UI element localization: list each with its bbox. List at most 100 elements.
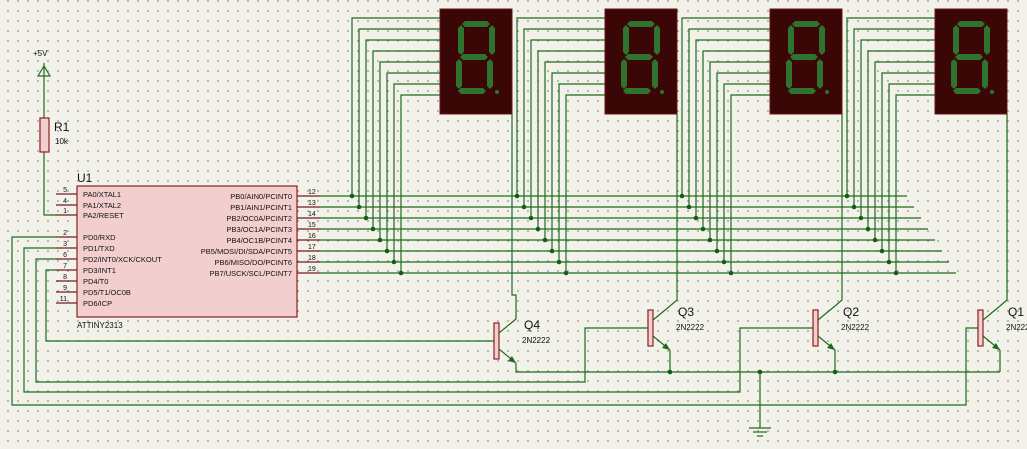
emitter-arrow-icon [992,343,1000,350]
junction-dot [542,237,548,243]
resistor-value: 10k [55,137,69,146]
segment-trunk [537,50,605,229]
segment-a [957,21,985,27]
transistor-collector [982,305,1001,321]
mcu-pin-label: PB3/OC1A/PCINT3 [227,225,292,234]
segment-trunk [393,83,440,262]
mcu-pin-label: PB5/MOSI/DI/SDA/PCINT5 [201,247,292,256]
transistor-body [647,309,654,347]
segment-trunk [544,61,605,240]
junction-dot [563,270,569,276]
base-wire-q4 [45,269,498,342]
junction-dot [370,226,376,232]
junction-dot [728,270,734,276]
segment-trunk [372,50,440,229]
segment-c [652,59,658,89]
segment-trunk [516,17,605,196]
segment-trunk [688,28,770,207]
common-wire-4 [511,114,517,319]
junction-dot [549,248,555,254]
junction-dot [384,248,390,254]
segment-dp [660,90,664,94]
resistor-r1[interactable]: R1 10k [39,117,70,153]
segment-trunk [723,83,770,262]
segment-c [982,59,988,89]
segment-e [456,59,462,89]
mcu-ref: U1 [77,171,93,185]
seven-segment-display-2[interactable] [769,8,843,115]
ground-symbol[interactable] [749,372,771,437]
segment-g [460,54,488,60]
base-wire-q1 [11,236,982,406]
mcu-pin-number: 5 [63,187,67,194]
segment-a [792,21,820,27]
mcu-pin-number: 12 [308,189,316,196]
junction-dot [858,215,864,221]
junction-layer [349,193,899,375]
junction-dot [349,193,355,199]
segment-a [462,21,490,27]
mcu-pin-label: PA1/XTAL2 [83,201,121,210]
seven-segment-display-4[interactable] [439,8,513,115]
transistor-q1[interactable]: Q12N2222 [977,305,1027,351]
power-terminal[interactable]: +5V [33,49,52,118]
mcu-pin-label: PD6/ICP [83,299,112,308]
segment-b [489,25,495,55]
transistor-body [812,309,819,347]
junction-dot [528,215,534,221]
transistor-ref: Q4 [524,318,540,332]
common-wire-1 [999,114,1008,307]
transistor-body [977,309,984,347]
mcu-pin-number: 4 [63,198,67,205]
mcu-pin-number: 13 [308,200,316,207]
transistor-body [493,322,500,360]
seven-segment-display-3[interactable] [604,8,678,115]
junction-dot [714,248,720,254]
junction-dot [721,259,727,265]
segment-dp [495,90,499,94]
mcu-pin-label: PD3/INT1 [83,266,116,275]
junction-dot [356,204,362,210]
segment-trunk [558,83,605,262]
junction-dot [893,270,899,276]
segment-trunk [565,94,605,273]
junction-dot [535,226,541,232]
base-wire-q3 [35,258,652,383]
junction-dot [679,193,685,199]
segment-trunk [400,94,440,273]
segment-trunk [730,94,770,273]
segment-trunk [867,50,935,229]
transistor-collector [817,305,836,321]
segment-f [458,25,464,55]
power-label: +5V [33,49,48,58]
segment-trunk [888,83,935,262]
segment-trunk [895,94,935,273]
segment-trunk [709,61,770,240]
segment-trunk [379,61,440,240]
junction-dot [514,193,520,199]
wire-layer [11,17,1008,406]
segment-trunk [846,17,935,196]
junction-dot [872,237,878,243]
segment-g [625,54,653,60]
transistor-collector [498,318,517,334]
segment-trunk [358,28,440,207]
mcu-pin-number: 17 [308,244,316,251]
seven-segment-display-1[interactable] [934,8,1008,115]
segment-e [786,59,792,89]
mcu-pin-number: 9 [63,285,67,292]
mcu-pin-number: 2 [63,230,67,237]
segment-c [487,59,493,89]
junction-dot [398,270,404,276]
segment-dp [825,90,829,94]
base-wire-q2 [23,247,817,393]
segment-trunk [681,17,770,196]
junction-dot [832,369,838,375]
mcu-pin-number: 7 [63,263,67,270]
mcu-pin-number: 18 [308,255,316,262]
segment-f [788,25,794,55]
